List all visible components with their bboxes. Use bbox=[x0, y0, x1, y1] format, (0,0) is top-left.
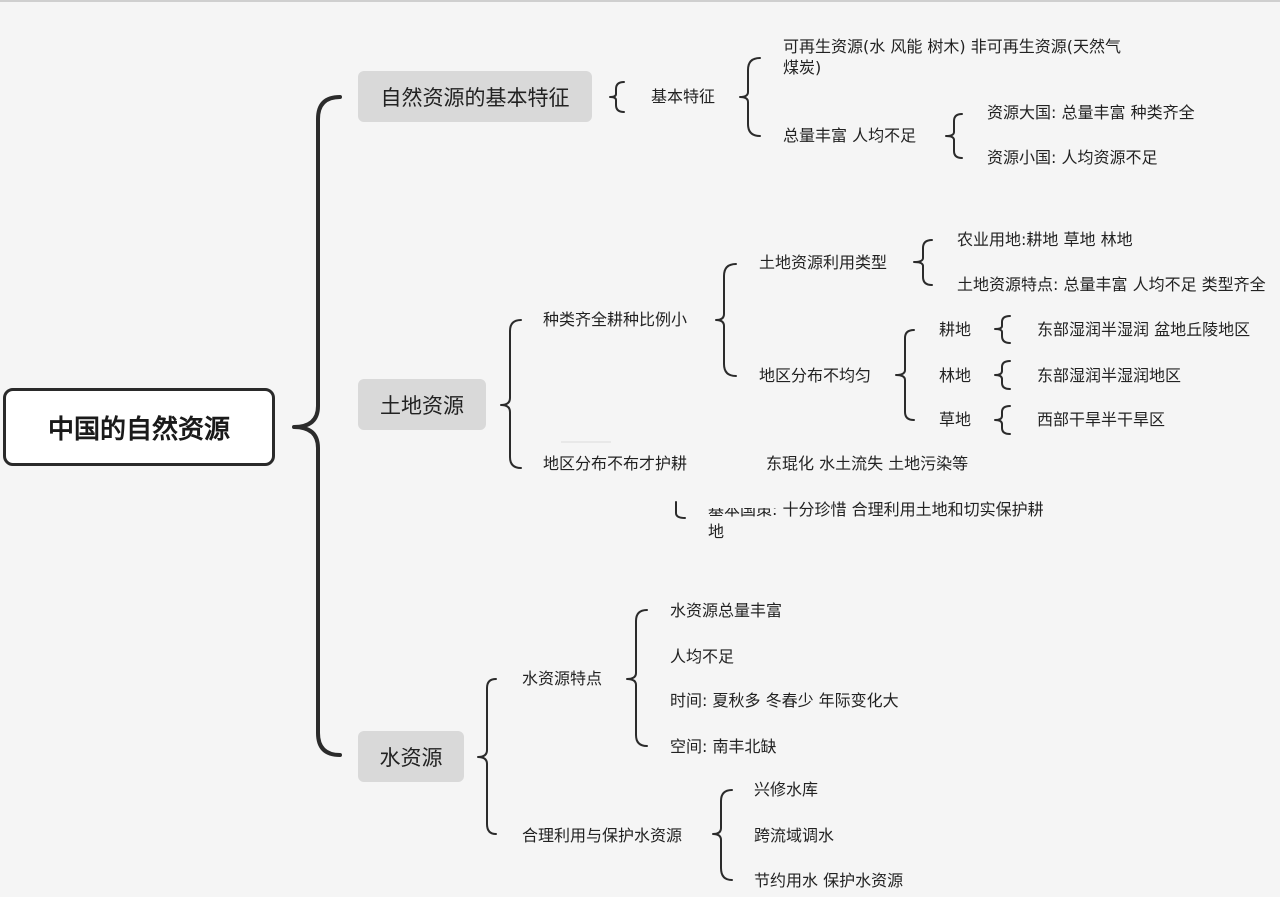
node-forest-desc[interactable]: 东部湿润半湿润地区 bbox=[1037, 366, 1182, 385]
node-land-types[interactable]: 种类齐全耕种比例小 bbox=[543, 310, 688, 329]
bracket-basic bbox=[609, 81, 625, 113]
branch-land-resources[interactable]: 土地资源 bbox=[358, 379, 486, 430]
node-renewable-wrap: 煤炭) bbox=[783, 58, 822, 77]
node-renewable[interactable]: 可再生资源(水 风能 树木) 非可再生资源(天然气 bbox=[783, 37, 1121, 56]
node-land-protection[interactable]: 地区分布不布才护耕 bbox=[543, 454, 688, 473]
bracket-farmland bbox=[994, 315, 1011, 344]
node-basic-features[interactable]: 基本特征 bbox=[651, 87, 716, 106]
main-bracket bbox=[292, 95, 342, 757]
ghost-line bbox=[561, 441, 611, 443]
bracket-types bbox=[715, 263, 737, 377]
render-glitch bbox=[700, 498, 780, 508]
bracket-grass bbox=[994, 405, 1011, 435]
bracket-water-features bbox=[626, 609, 648, 747]
node-water-space[interactable]: 空间: 南丰北缺 bbox=[670, 737, 777, 756]
node-water-use[interactable]: 合理利用与保护水资源 bbox=[522, 826, 683, 845]
top-border bbox=[0, 0, 1280, 2]
bracket-water bbox=[477, 678, 497, 835]
bracket-basic-features bbox=[739, 57, 761, 137]
node-forest[interactable]: 林地 bbox=[939, 366, 972, 385]
node-reservoir[interactable]: 兴修水库 bbox=[754, 780, 819, 799]
branch-water-resources[interactable]: 水资源 bbox=[358, 731, 464, 782]
bracket-use-types bbox=[913, 239, 933, 286]
bracket-policy bbox=[675, 501, 686, 519]
node-land-problems[interactable]: 东琨化 水土流失 土地污染等 bbox=[766, 454, 969, 473]
bracket-water-use bbox=[712, 789, 733, 881]
node-resource-big-country[interactable]: 资源大国: 总量丰富 种类齐全 bbox=[987, 103, 1195, 122]
node-water-features[interactable]: 水资源特点 bbox=[522, 669, 603, 688]
node-water-time[interactable]: 时间: 夏秋多 冬春少 年际变化大 bbox=[670, 691, 899, 710]
node-abundant-shortage[interactable]: 总量丰富 人均不足 bbox=[783, 126, 917, 145]
node-farmland-desc[interactable]: 东部湿润半湿润 盆地丘陵地区 bbox=[1037, 320, 1251, 339]
node-water-transfer[interactable]: 跨流域调水 bbox=[754, 826, 835, 845]
node-uneven-distribution[interactable]: 地区分布不均匀 bbox=[759, 366, 872, 385]
root-node[interactable]: 中国的自然资源 bbox=[3, 388, 275, 466]
node-land-use-types[interactable]: 土地资源利用类型 bbox=[759, 253, 888, 272]
node-grassland[interactable]: 草地 bbox=[939, 410, 972, 429]
node-agricultural-land[interactable]: 农业用地:耕地 草地 林地 bbox=[957, 230, 1133, 249]
bracket-land bbox=[500, 319, 522, 469]
node-land-features[interactable]: 土地资源特点: 总量丰富 人均不足 类型齐全 bbox=[957, 275, 1266, 294]
bracket-uneven bbox=[895, 329, 915, 421]
node-farmland[interactable]: 耕地 bbox=[939, 320, 972, 339]
node-water-saving[interactable]: 节约用水 保护水资源 bbox=[754, 871, 904, 890]
node-basic-policy[interactable]: 基本国策: 十分珍惜 合理利用土地和切实保护耕 bbox=[708, 500, 1044, 519]
node-water-per-capita[interactable]: 人均不足 bbox=[670, 647, 735, 666]
node-grassland-desc[interactable]: 西部干旱半干旱区 bbox=[1037, 410, 1166, 429]
bracket-abundant bbox=[945, 113, 963, 159]
bracket-forest bbox=[994, 360, 1011, 390]
node-basic-policy-wrap: 地 bbox=[708, 522, 725, 541]
node-water-total[interactable]: 水资源总量丰富 bbox=[670, 601, 783, 620]
branch-natural-resources-features[interactable]: 自然资源的基本特征 bbox=[358, 71, 592, 122]
node-resource-small-country[interactable]: 资源小国: 人均资源不足 bbox=[987, 148, 1158, 167]
